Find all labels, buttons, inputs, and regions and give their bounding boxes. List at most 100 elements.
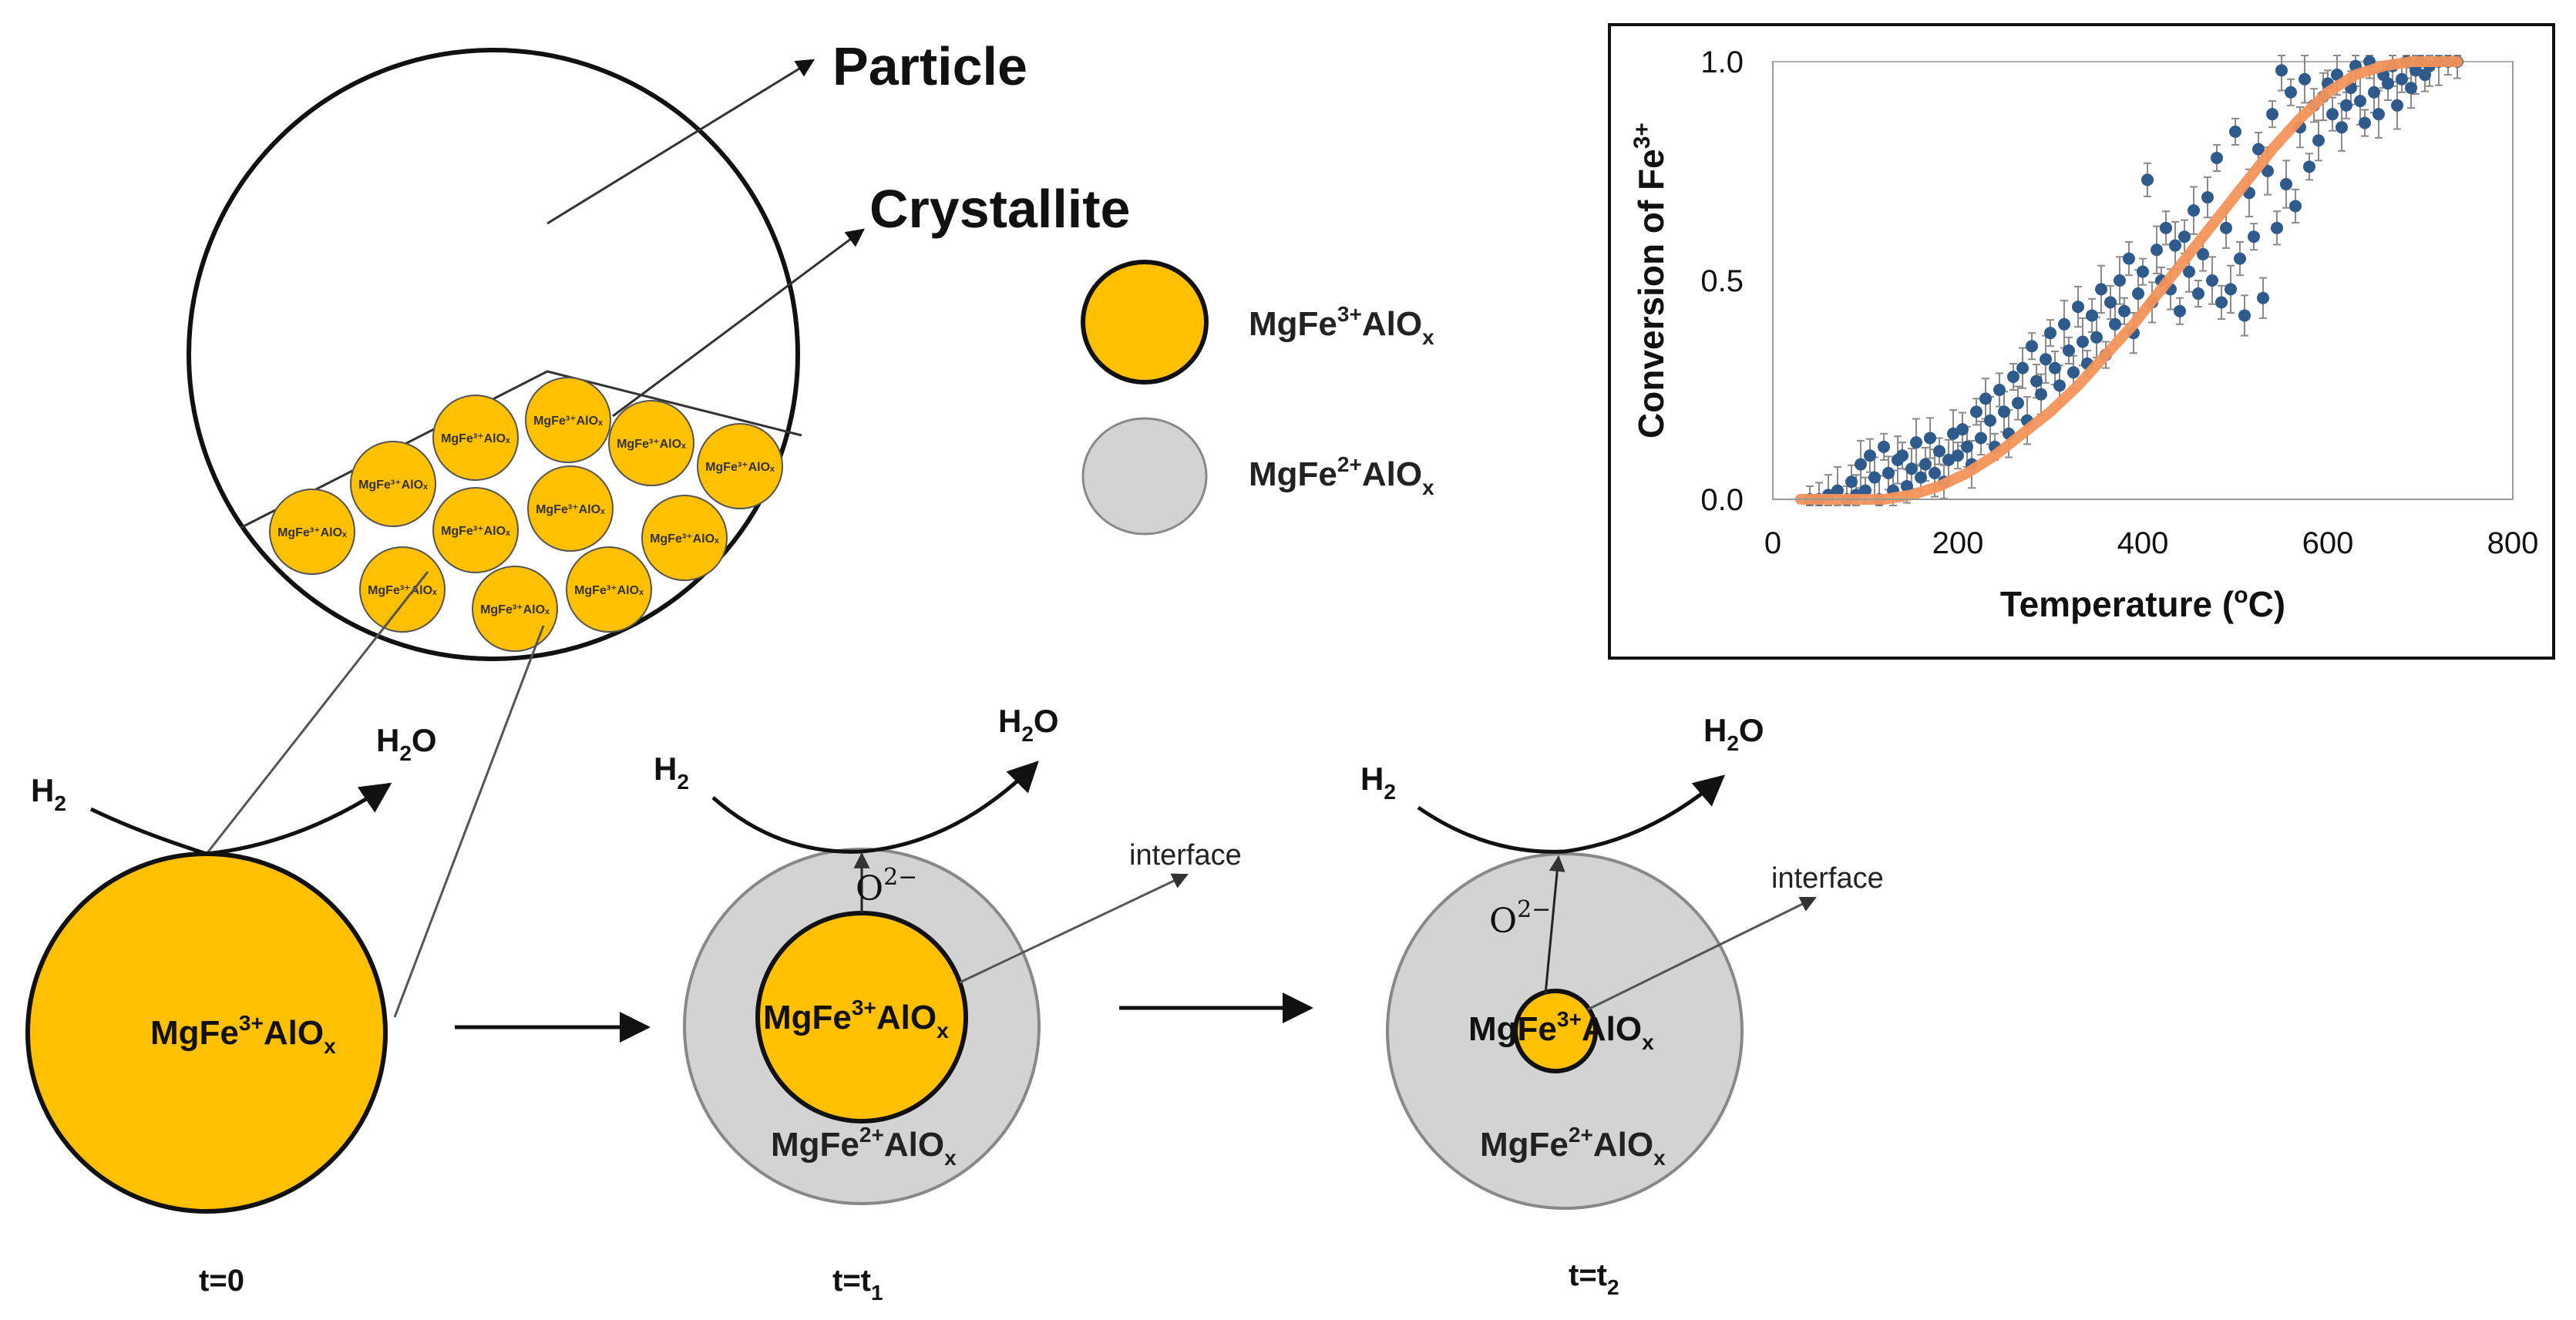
crystallite-label-small: MgFe³⁺AlOₓ [533,415,603,428]
stage2-o2-arrow [1544,855,1565,995]
stage1-interface-label: interface [1129,839,1242,872]
data-point [2229,125,2241,138]
crystallite-circle [566,546,652,633]
crystallite-circle [269,489,355,575]
legend-swatch-fe2 [1081,417,1208,536]
data-point [2151,244,2163,257]
data-point [2248,230,2260,244]
stage2-interface-label: interface [1771,862,1884,895]
data-point [1933,445,1945,458]
data-point [1956,423,1969,436]
data-point [1924,432,1936,445]
crystallite-label-small: MgFe³⁺AlOₓ [368,584,437,597]
data-point [1864,449,1876,462]
data-point [2354,95,2366,108]
data-point [1896,449,1908,462]
data-point [1998,405,2010,418]
crystallite-region-boundary [240,370,802,529]
data-point [2326,108,2339,121]
data-point [1915,471,1927,484]
crystallite-label-small: MgFe³⁺AlOₓ [574,584,644,597]
stage2-core-label: MgFe3+AlOx [1468,1007,1654,1054]
stage2-core [1513,989,1598,1073]
data-point [2234,252,2246,265]
data-point [2095,283,2107,296]
data-point [2123,252,2135,265]
data-point [2266,108,2278,121]
data-point [2016,361,2029,375]
stage1-h2o-label: H2O [998,703,1059,746]
fit-curve [1795,56,2463,505]
crystallite-circle [350,441,436,527]
data-point [2063,344,2075,357]
crystallite-label-small: MgFe³⁺AlOₓ [650,532,719,546]
crystallite-circle [641,495,728,581]
data-point [1882,466,1895,479]
data-point [2077,335,2089,348]
crystallite-circle [432,487,519,573]
data-point [2160,221,2172,234]
stage1-o2-label: O2− [856,864,917,909]
crystallite-pointer-arrow [612,228,865,418]
data-point [2086,309,2098,322]
legend: MgFe3+AlOx MgFe2+AlOx [1081,260,1434,536]
data-point [2368,86,2380,99]
data-point [2118,304,2130,317]
data-point [1929,466,1941,479]
stage2-shell-label: MgFe2+AlOx [1480,1123,1666,1170]
data-point [2220,221,2232,234]
stage-t1: MgFe3+AlOx MgFe2+AlOx O2− interface H2 H… [654,703,1242,1305]
data-point [1961,440,1973,453]
data-point [1975,432,1987,445]
zoom-line-right [393,625,545,1018]
crystallite-circle [525,377,611,463]
data-point [2331,69,2343,82]
data-point [2299,72,2311,86]
stage1-core-label: MgFe3+AlOx [763,996,949,1043]
particle-label: Particle [832,36,1027,96]
x-tick-label: 600 [2302,526,2354,560]
data-point [2280,178,2292,191]
data-point [2067,366,2080,379]
data-point [2188,204,2200,217]
x-tick-label: 0 [1764,526,1781,560]
data-point [2373,108,2385,121]
data-point [2104,296,2117,309]
data-point [1947,427,1959,440]
crystallite-circle [432,395,519,481]
data-point [1952,449,1964,462]
data-point [2044,327,2056,340]
data-point [2183,265,2195,278]
stage1-h2-label: H2 [654,751,689,794]
data-point [1910,436,1922,449]
stage0-h2-label: H2 [31,772,66,815]
x-tick-label: 400 [2117,526,2169,560]
data-point [2257,291,2269,304]
data-point [2206,274,2218,287]
data-point [2262,165,2274,177]
data-point [2285,86,2297,99]
data-point [2211,151,2223,164]
data-point [2197,247,2209,260]
data-point [2275,64,2288,77]
stage0-h2o-label: H2O [376,722,437,765]
data-point [2030,375,2043,388]
data-point [2271,221,2283,234]
data-point [2007,370,2019,383]
stage2-h2o-label: H2O [1703,712,1764,755]
data-point [2405,82,2417,95]
stage1-interface-arrow [959,873,1189,984]
chart-ylabel: Conversion of Fe3+ [1629,123,1671,438]
data-point [2012,397,2024,410]
data-point [2169,239,2181,252]
stage1-time-label: t=t1 [832,1264,883,1305]
data-point [2391,99,2403,112]
data-point [1993,384,2006,396]
crystallite-label: Crystallite [869,179,1130,239]
data-point [2215,296,2228,309]
stage2-interface-arrow [1587,896,1817,1011]
